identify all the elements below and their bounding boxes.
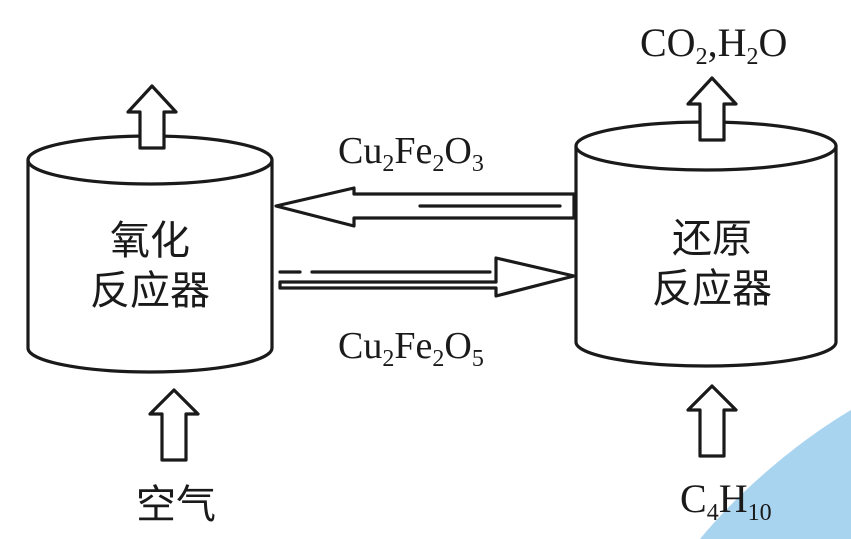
forward-flow-label: Cu2Fe2O5 (338, 325, 484, 372)
oxidation-reactor-label-line1: 氧化 (110, 218, 190, 264)
air-input-label: 空气 (136, 482, 216, 528)
reduction-reactor: 还原 反应器 (574, 120, 838, 368)
reduction-reactor-label-line1: 还原 (672, 216, 752, 262)
reduction-output-arrow (686, 76, 738, 142)
oxidation-reactor-label-line2: 反应器 (90, 268, 210, 314)
reduction-output-label: CO2,H2O (640, 20, 787, 70)
oxidation-exhaust-arrow (126, 84, 178, 150)
return-flow-arrow (274, 186, 576, 228)
accent-corner-shape (700, 410, 851, 539)
return-flow-label: Cu2Fe2O3 (338, 130, 484, 177)
reduction-reactor-label-line2: 反应器 (652, 266, 772, 312)
butane-input-label: C4H10 (680, 476, 772, 526)
forward-flow-arrow (278, 256, 576, 298)
butane-input-arrow (686, 384, 738, 458)
oxidation-reactor: 氧化 反应器 (26, 134, 274, 374)
air-input-arrow (148, 388, 200, 462)
